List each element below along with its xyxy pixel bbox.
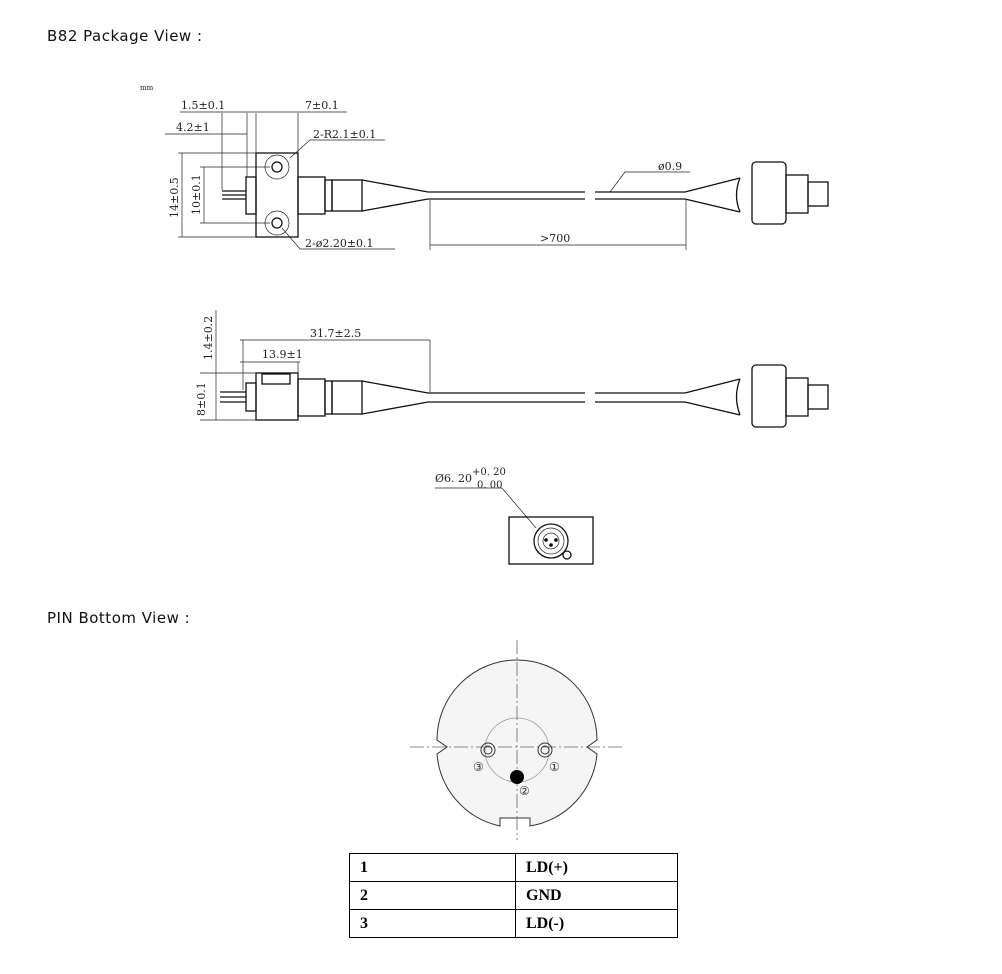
- dim-flange-width: 7±0.1: [305, 99, 339, 112]
- dim-body-length: 31.7±2.5: [310, 327, 361, 340]
- dim-tol-lower: 0. 00: [477, 480, 502, 491]
- pin-function: LD(+): [515, 853, 678, 882]
- end-view-drawing: Ø6. 20 +0. 20 0. 00: [435, 467, 594, 565]
- pin-number: 2: [349, 881, 516, 910]
- pin-bottom-view-drawing: ③ ① ②: [410, 640, 625, 840]
- dim-sleeve-diameter: Ø6. 20: [435, 472, 472, 485]
- pin-label-1: ①: [549, 760, 560, 774]
- dim-fiber-diameter: ø0.9: [658, 160, 682, 173]
- dim-pin-offset: 1.5±0.1: [181, 99, 225, 112]
- pin-number: 1: [349, 853, 516, 882]
- pin-label-2: ②: [519, 784, 530, 798]
- side-view-drawing: 1.4±0.2 31.7±2.5 13.9±1 8±0.1: [195, 310, 829, 428]
- pin-function: GND: [515, 881, 678, 910]
- dim-pin-length: 4.2±1: [176, 121, 210, 134]
- dim-thickness: 8±0.1: [195, 382, 208, 416]
- pin-bottom-view-heading: PIN Bottom View :: [47, 609, 191, 627]
- dim-hole-diameter: 2-ø2.20±0.1: [305, 237, 374, 250]
- pin-label-3: ③: [473, 760, 484, 774]
- dim-hole-spacing: 10±0.1: [190, 174, 203, 215]
- package-view-heading: B82 Package View :: [47, 27, 203, 45]
- dim-fiber-length: >700: [540, 232, 570, 245]
- dim-flange-height: 14±0.5: [168, 177, 181, 218]
- dim-flange-to-sleeve: 13.9±1: [262, 348, 303, 361]
- top-view-drawing: mm 1.5±0.1 7±0.1 4.2±1 2-R2.1±0.1 14±0.5: [140, 84, 829, 250]
- dim-corner-radius: 2-R2.1±0.1: [313, 128, 376, 141]
- pin-function: LD(-): [515, 909, 678, 938]
- dim-pin-height: 1.4±0.2: [202, 316, 215, 360]
- dim-tol-upper: +0. 20: [472, 467, 506, 478]
- unit-label: mm: [140, 84, 154, 92]
- pin-number: 3: [349, 909, 516, 938]
